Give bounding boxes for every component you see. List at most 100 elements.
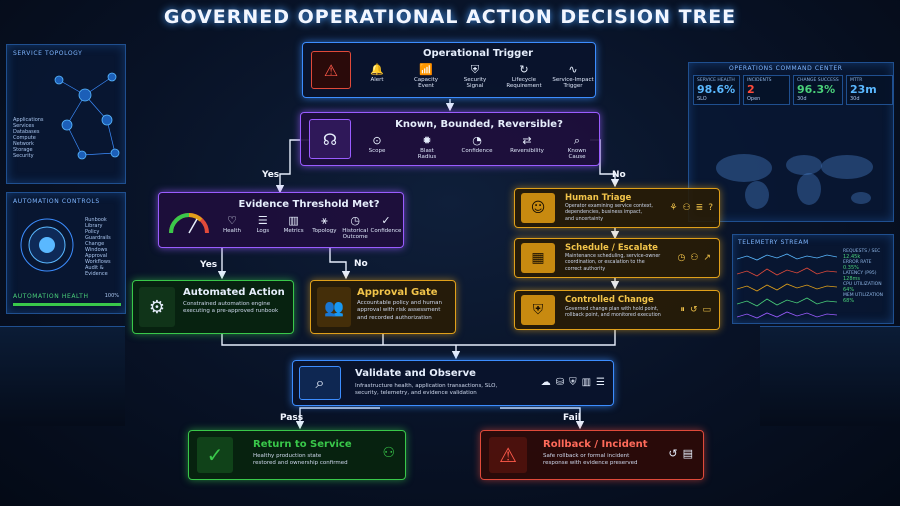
rollback-mini-icons: ↺▤ — [668, 447, 693, 460]
return-to-service-node[interactable]: ✓ Return to Service Healthy production s… — [188, 430, 406, 480]
cloud-icon: ☁ — [540, 377, 551, 388]
warning-triangle-icon: ⚠ — [489, 437, 527, 473]
return-to-service-desc: Healthy production state restored and ow… — [253, 453, 348, 467]
logs-icon: ☰Logs — [256, 214, 270, 235]
cycle-icon: ↻Lifecycle Requirement — [506, 63, 542, 90]
telemetry-sparklines — [737, 253, 837, 319]
automated-action-desc: Constrained automation engine executing … — [183, 301, 279, 315]
topology-icon: ⚹Topology — [312, 214, 337, 235]
shield-check-icon: ✓ — [197, 437, 233, 473]
human-triage-node[interactable]: ☺ Human Triage Operator examining servic… — [514, 188, 720, 228]
schedule-mini-icons: ◷⚇↗ — [678, 253, 711, 263]
operator-headset-icon: ☺ — [521, 193, 555, 223]
people-icon: ⚇ — [682, 203, 691, 213]
legend-item: Security — [13, 153, 34, 159]
human-triage-title: Human Triage — [565, 193, 632, 203]
metric-service-health: SERVICE HEALTH 98.6% SLO — [693, 75, 740, 105]
controlled-change-node[interactable]: ⛨ Controlled Change Governed change plan… — [514, 290, 720, 330]
gauge-icon: ◔Confidence — [461, 134, 493, 155]
arrow-validate-pass — [295, 407, 380, 430]
schedule-escalate-desc: Maintenance scheduling, service-owner co… — [565, 254, 661, 272]
branch-label-no-evidence: No — [354, 259, 368, 269]
automation-items: Runbook Library Policy Guardrails Change… — [85, 217, 125, 277]
rollback-icon: ↺ — [689, 305, 698, 315]
service-topology-title: SERVICE TOPOLOGY — [13, 50, 83, 57]
telemetry-title: TELEMETRY STREAM — [738, 239, 809, 246]
magnifier-pulse-icon: ⌕ — [299, 366, 341, 400]
automated-action-node[interactable]: ⚙ Automated Action Constrained automatio… — [132, 280, 294, 334]
network-icon: ⚘ — [669, 203, 678, 213]
rollback-incident-node[interactable]: ⚠ Rollback / Incident Safe rollback or f… — [480, 430, 704, 480]
arrow-evidence-no — [329, 248, 351, 280]
clock-icon: ◷ — [677, 253, 686, 263]
telemetry-stream-panel: TELEMETRY STREAM REQUESTS / SEC 12.45k E… — [732, 234, 894, 324]
branch-label-fail: Fail — [563, 413, 581, 423]
known-icon-row: ⊙Scope ✹Blast Radius ◔Confidence ⇄Revers… — [355, 135, 599, 161]
controlled-change-desc: Governed change plan with hold point, ro… — [565, 307, 661, 319]
shield-badge-icon: ⛨ — [521, 295, 555, 325]
evidence-icon-row: ♡Health ☰Logs ▥Metrics ⚹Topology ◷Histor… — [217, 215, 401, 241]
metrics-icon: ▥Metrics — [283, 214, 304, 235]
document-icon: ▤ — [682, 447, 693, 460]
approval-gate-node[interactable]: 👥 Approval Gate Accountable policy and h… — [310, 280, 456, 334]
clock-icon: ◷Historical Outcome — [342, 214, 369, 241]
database-icon: ⛁ — [555, 377, 565, 388]
validate-observe-title: Validate and Observe — [355, 368, 476, 379]
blast-icon: ✹Blast Radius — [417, 134, 437, 161]
left-control-desk — [0, 326, 125, 426]
monitor-icon: ▭ — [702, 305, 711, 315]
list-icon: ☰ — [596, 377, 605, 388]
evidence-threshold-title: Evidence Threshold Met? — [238, 199, 380, 210]
automation-item: Policy Guardrails — [85, 229, 111, 241]
triage-mini-icons: ⚘⚇≣? — [670, 203, 713, 213]
return-to-service-title: Return to Service — [253, 439, 352, 450]
people-shield-icon: 👥 — [317, 287, 351, 327]
validate-mini-icons: ☁ ⛁ ⛨ ▥ ☰ — [541, 377, 605, 388]
legend-item: Network — [13, 141, 34, 147]
automation-item: Audit & Evidence — [85, 265, 108, 277]
legend-item: Databases — [13, 129, 40, 135]
metric-change-success: CHANGE SUCCESS 96.3% 30d — [793, 75, 843, 105]
telemetry-values: REQUESTS / SEC 12.45k ERROR RATE 0.35% L… — [843, 249, 884, 304]
automation-health-value: 100% — [104, 293, 119, 299]
chart-icon: ▥ — [581, 377, 592, 388]
branch-label-yes-evidence: Yes — [200, 260, 218, 270]
validate-observe-node[interactable]: ⌕ Validate and Observe Infrastructure he… — [292, 360, 614, 406]
rollback-incident-title: Rollback / Incident — [543, 439, 648, 450]
command-center-title: OPERATIONS COMMAND CENTER — [729, 65, 843, 72]
people-check-icon: ⚇ — [382, 445, 395, 461]
shield-check-icon: ⛨ — [569, 377, 577, 388]
automation-item: Runbook Library — [85, 217, 107, 229]
people-icon: ⚇ — [690, 253, 699, 263]
automation-health-fill — [13, 303, 121, 306]
automation-controls-title: AUTOMATION CONTROLS — [13, 198, 100, 205]
bar-chart-icon: 📶Capacity Event — [413, 63, 439, 90]
shield-icon: ⛨Security Signal — [463, 63, 487, 90]
calendar-icon: ▦ — [521, 243, 555, 273]
legend-item: Services — [13, 123, 35, 129]
check-shield-icon: ✓Confidence — [370, 214, 402, 235]
operational-trigger-title: Operational Trigger — [422, 48, 534, 59]
world-map-icon — [716, 154, 873, 209]
warning-triangle-icon: ⚠ — [311, 51, 351, 89]
automation-controls-panel: AUTOMATION CONTROLS Runbook Library Poli… — [6, 192, 126, 314]
known-bounded-reversible-node[interactable]: ☊ Known, Bounded, Reversible? ⊙Scope ✹Bl… — [300, 112, 600, 166]
evidence-threshold-node[interactable]: Evidence Threshold Met? ♡Health ☰Logs ▥M… — [158, 192, 404, 248]
schedule-escalate-node[interactable]: ▦ Schedule / Escalate Maintenance schedu… — [514, 238, 720, 278]
metric-incidents: INCIDENTS 2 Open — [743, 75, 790, 105]
automation-health-track — [13, 303, 121, 306]
operational-trigger-node[interactable]: ⚠ Operational Trigger 🔔Alert 📶Capacity E… — [302, 42, 596, 98]
gauge-meter-icon — [169, 213, 209, 234]
validate-observe-desc: Infrastructure health, application trans… — [355, 383, 498, 397]
human-triage-desc: Operator examining service context, depe… — [565, 204, 653, 222]
arrow-known-yes — [275, 139, 310, 194]
branch-label-yes-known: Yes — [262, 170, 280, 180]
legend-item: Compute — [13, 135, 36, 141]
service-topology-panel: SERVICE TOPOLOGY Applications Services D… — [6, 44, 126, 184]
brain-head-icon: ☊ — [309, 119, 351, 159]
automated-action-title: Automated Action — [183, 287, 285, 298]
metric-mttr: MTTR 23m 30d — [846, 75, 893, 105]
brain-circuit-icon — [20, 218, 74, 272]
stack-icon: ≣ — [695, 203, 704, 213]
automation-item: Approval Workflows — [85, 253, 111, 265]
